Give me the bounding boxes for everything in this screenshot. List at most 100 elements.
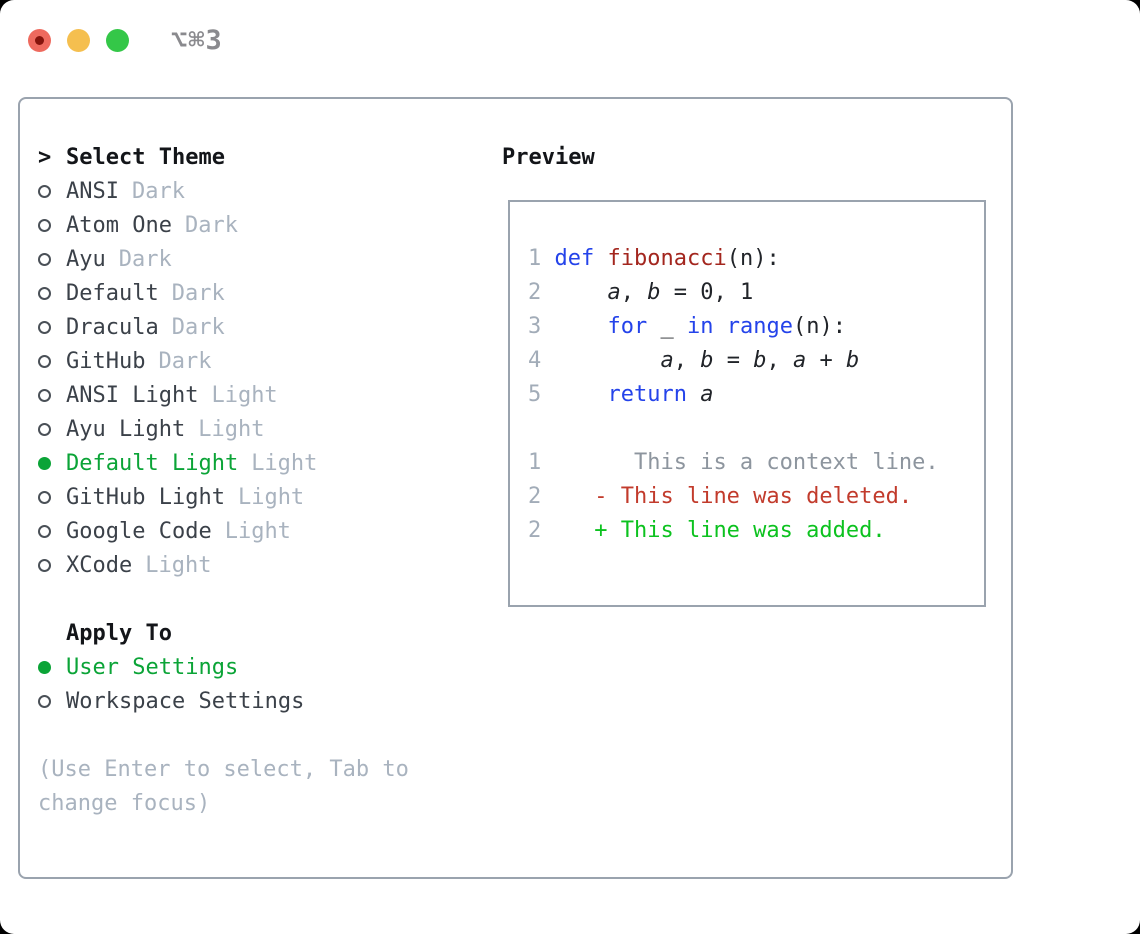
theme-variant-tag: Dark [158, 348, 212, 374]
theme-variant-tag: Light [145, 552, 212, 578]
prompt-chevron-icon: > [38, 144, 52, 170]
theme-name: Default [66, 280, 159, 306]
radio-unselected-icon [38, 388, 66, 402]
text-segment: + [806, 348, 846, 373]
text-segment: a [660, 348, 674, 373]
text-segment: + This line was added. [594, 518, 886, 543]
code-line: 2 a, b = 0, 1 [528, 276, 984, 310]
keyboard-hint-line-1: (Use Enter to select, Tab to [38, 756, 409, 782]
apply-option-user-settings-selected[interactable]: User Settings [38, 650, 409, 684]
theme-option-google-code-light[interactable]: Google Code Light [38, 514, 409, 548]
apply-option-label: Workspace Settings [66, 688, 305, 714]
code-line: 1 def fibonacci(n): [528, 242, 984, 276]
apply-to-header-row: Apply To [38, 616, 409, 650]
theme-option-ansi-light[interactable]: ANSI Light Light [38, 378, 409, 412]
text-segment: 2 [528, 280, 542, 305]
text-segment: b [753, 348, 767, 373]
theme-option-github-light[interactable]: GitHub Light Light [38, 480, 409, 514]
theme-option-default-dark[interactable]: Default Dark [38, 276, 409, 310]
theme-option-atom-one-dark[interactable]: Atom One Dark [38, 208, 409, 242]
minimize-button[interactable] [67, 28, 90, 52]
blank-line [528, 412, 984, 446]
theme-name: GitHub [66, 348, 146, 374]
preview-box: 1 def fibonacci(n): 2 a, b = 0, 1 3 for … [508, 200, 986, 607]
radio-selected-icon [38, 456, 66, 470]
select-theme-header-row: > Select Theme [38, 140, 409, 174]
text-segment: 4 [528, 348, 542, 373]
apply-option-label: User Settings [66, 654, 239, 680]
text-segment: b [845, 348, 860, 373]
text-segment: 5 [528, 382, 542, 407]
text-segment: (n): [792, 314, 846, 339]
text-segment: def [554, 246, 595, 271]
radio-unselected-icon [38, 218, 66, 232]
text-segment [541, 246, 554, 271]
text-segment: fibonacci [607, 246, 727, 271]
theme-name: Ayu [66, 246, 106, 272]
close-button[interactable] [28, 28, 51, 52]
text-segment [541, 280, 607, 305]
theme-option-ansi-dark[interactable]: ANSI Dark [38, 174, 409, 208]
window-title: ⌥⌘3 [171, 24, 223, 56]
text-segment: b [700, 348, 714, 373]
keyboard-hint-line-2: change focus) [38, 790, 211, 816]
text-segment: a [792, 348, 807, 373]
text-segment: - This line was deleted. [594, 484, 913, 509]
theme-option-default-light-selected[interactable]: Default Light Light [38, 446, 409, 480]
text-segment: _ [647, 314, 687, 339]
zoom-button[interactable] [106, 28, 129, 52]
theme-list-column: > Select Theme ANSI Dark Atom One Dark A… [38, 140, 409, 820]
apply-option-workspace-settings[interactable]: Workspace Settings [38, 684, 409, 718]
text-segment [541, 484, 594, 509]
text-segment: = [713, 348, 754, 373]
select-theme-header: Select Theme [66, 144, 225, 170]
theme-name: Default Light [66, 450, 239, 476]
theme-variant-tag: Light [211, 382, 278, 408]
theme-name: ANSI Light [66, 382, 199, 408]
radio-unselected-icon [38, 422, 66, 436]
theme-option-ayu-light[interactable]: Ayu Light Light [38, 412, 409, 446]
theme-variant-tag: Dark [184, 212, 238, 238]
text-segment: 2 [528, 484, 542, 509]
spacer [38, 582, 409, 616]
text-segment [713, 314, 726, 339]
diff-context-line: 1 This is a context line. [528, 446, 984, 480]
theme-variant-tag: Light [251, 450, 318, 476]
diff-deleted-line: 2 - This line was deleted. [528, 480, 984, 514]
theme-variant-tag: Dark [171, 280, 225, 306]
preview-header: Preview [502, 144, 595, 170]
spacer [38, 718, 409, 752]
text-segment: , [766, 348, 793, 373]
theme-name: Ayu Light [66, 416, 186, 442]
text-segment [541, 518, 594, 543]
text-segment: 2 [528, 518, 542, 543]
theme-variant-tag: Dark [118, 246, 172, 272]
radio-unselected-icon [38, 252, 66, 266]
theme-option-dracula-dark[interactable]: Dracula Dark [38, 310, 409, 344]
theme-option-github-dark[interactable]: GitHub Dark [38, 344, 409, 378]
theme-name: ANSI [66, 178, 119, 204]
text-segment [687, 382, 700, 407]
theme-variant-tag: Light [224, 518, 291, 544]
text-segment: a [607, 280, 621, 305]
theme-variant-tag: Dark [171, 314, 225, 340]
radio-selected-icon [38, 660, 66, 674]
theme-option-ayu-dark[interactable]: Ayu Dark [38, 242, 409, 276]
theme-option-xcode-light[interactable]: XCode Light [38, 548, 409, 582]
text-segment: This is a context line. [633, 450, 939, 475]
theme-picker-panel: > Select Theme ANSI Dark Atom One Dark A… [18, 97, 1013, 879]
text-segment: (n): [726, 246, 780, 271]
text-segment: , [620, 280, 648, 305]
text-segment: b [647, 280, 661, 305]
text-segment: , [673, 348, 701, 373]
text-segment: range [726, 314, 793, 339]
apply-to-header: Apply To [66, 620, 172, 646]
radio-unselected-icon [38, 694, 66, 708]
text-segment: 3 [528, 314, 542, 339]
radio-unselected-icon [38, 320, 66, 334]
radio-unselected-icon [38, 524, 66, 538]
text-segment: for [607, 314, 648, 339]
text-segment: 1 [528, 450, 542, 475]
radio-unselected-icon [38, 490, 66, 504]
text-segment: in [686, 314, 714, 339]
